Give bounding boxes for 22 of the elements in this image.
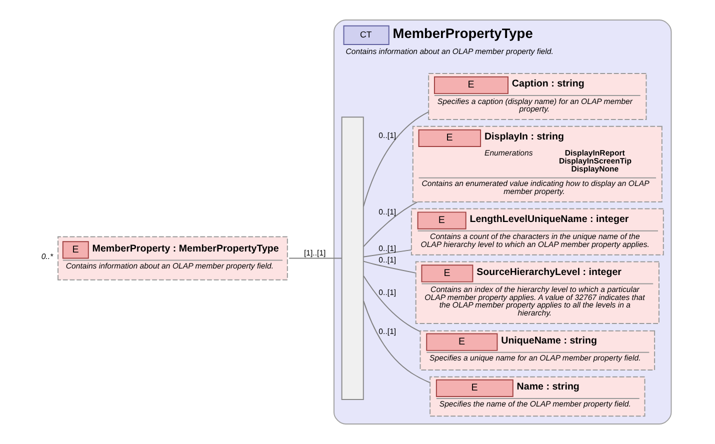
node-box: E UniqueName : string Specifies a unique name for an OLAP member property field.	[419, 330, 655, 371]
connector	[362, 111, 428, 208]
node-box: E LengthLevelUniqueName : integer Contains a count of the characters in the unique name of the OLAP hierarchy level to which an OLAP member property applies.	[410, 208, 664, 256]
connector	[362, 249, 412, 258]
edge-label: 0..[1]	[378, 244, 396, 253]
node-box: E SourceHierarchyLevel : integer Contains an index of the hierarchy level to which a particular OLAP member property applies. A value of 32767 indicates that the OLAP member property applies to all the levels in a hierarchy.	[414, 261, 659, 324]
connector	[288, 258, 342, 259]
connector	[362, 300, 430, 384]
edge-label: 0..[1]	[378, 327, 396, 336]
connector	[362, 275, 420, 332]
edge-label: [1]..[1]	[303, 248, 326, 258]
node-box: E DisplayIn : string Enumerations DisplayInReport DisplayInScreenTip DisplayNone Contains an enumerated value indicating how to display an OLAP member property.	[412, 126, 662, 202]
edge-label: 0..[1]	[378, 208, 396, 217]
connector	[362, 201, 418, 248]
edge-label: 0..[1]	[378, 256, 396, 265]
node-bar	[340, 116, 364, 400]
edge-label: 0..[1]	[378, 288, 396, 297]
node-label: 0..*	[40, 252, 53, 262]
node-box: E Name : string Specifies the name of the OLAP member property field.	[429, 376, 645, 417]
edge-label: 0..[1]	[378, 131, 396, 140]
connector	[362, 260, 416, 274]
node-box: E Caption : string Specifies a caption (display name) for an OLAP member property.	[428, 72, 646, 120]
